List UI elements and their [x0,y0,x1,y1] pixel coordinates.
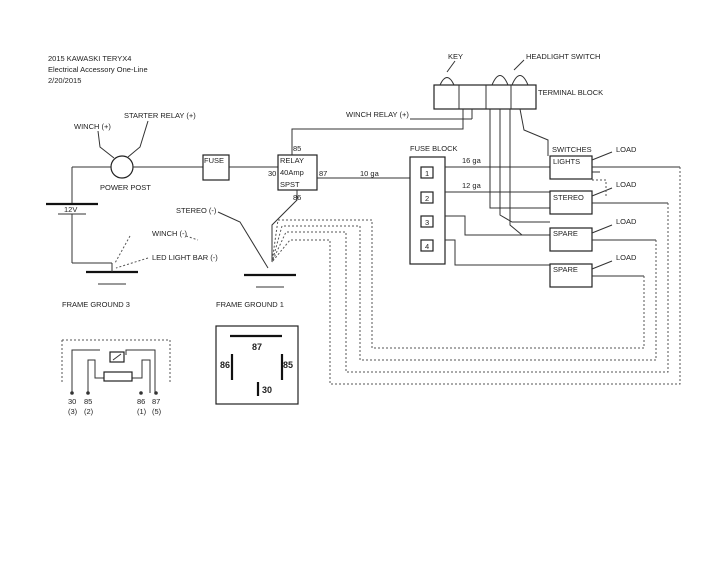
power-post-icon [110,155,134,179]
title-line-3: 2/20/2015 [48,76,81,85]
relay-label-2: 40Amp [280,168,304,177]
headlight-switch-label: HEADLIGHT SWITCH [526,52,600,61]
socket-pin-87: 87 [252,342,262,352]
relay-pin-30: 30 [268,169,276,178]
gauge-12-label: 12 ga [462,181,482,190]
switch-stereo-label: STEREO [553,193,584,202]
terminal-block-label: TERMINAL BLOCK [538,88,603,97]
relay-label-1: RELAY [280,156,304,165]
fuse-2-label: 2 [425,194,429,203]
load-4-label: LOAD [616,253,637,262]
switches-label: SWITCHES [552,145,592,154]
load-3-label: LOAD [616,217,637,226]
schematic-pin-30: 30 [68,397,76,406]
winch-plus-label: WINCH (+) [74,122,111,131]
frame-ground-1-label: FRAME GROUND 1 [216,300,284,309]
starter-relay-label: STARTER RELAY (+) [124,111,196,120]
schematic-pin-5: (5) [152,407,162,416]
switch-spare-1-label: SPARE [553,229,578,238]
gauge-16-label: 16 ga [462,156,482,165]
socket-pin-86: 86 [220,360,230,370]
switch-spare-2-label: SPARE [553,265,578,274]
title-line-2: Electrical Accessory One-Line [48,65,148,74]
terminal-block [433,75,537,110]
schematic-pin-1: (1) [137,407,147,416]
load-2-label: LOAD [616,180,637,189]
socket-pin-30: 30 [262,385,272,395]
battery-label: 12V [64,205,77,214]
fuse-1-label: 1 [425,169,429,178]
load-1-label: LOAD [616,145,637,154]
switch-lights-label: LIGHTS [553,157,580,166]
key-label: KEY [448,52,463,61]
relay-pin-87: 87 [319,169,327,178]
winch-minus-label: WINCH (-) [152,229,187,238]
winch-relay-label: WINCH RELAY (+) [346,110,409,119]
gauge-10-label: 10 ga [360,169,380,178]
led-light-bar-label: LED LIGHT BAR (-) [152,253,218,262]
relay-schematic [61,339,171,395]
power-post-label: POWER POST [100,183,151,192]
relay-label-3: SPST [280,180,300,189]
fuse-block-label: FUSE BLOCK [410,144,458,153]
schematic-pin-85: 85 [84,397,92,406]
schematic-pin-2: (2) [84,407,94,416]
socket-pin-85: 85 [283,360,293,370]
fuse-3-label: 3 [425,218,429,227]
fuse-4-label: 4 [425,242,429,251]
fuse-label: FUSE [204,156,224,165]
schematic-pin-86: 86 [137,397,145,406]
schematic-pin-3: (3) [68,407,78,416]
schematic-pin-87: 87 [152,397,160,406]
title-line-1: 2015 KAWASKI TERYX4 [48,54,131,63]
fuse-box [202,154,230,181]
stereo-minus-label: STEREO (-) [176,206,217,215]
relay-pin-85: 85 [293,144,301,153]
frame-ground-3-label: FRAME GROUND 3 [62,300,130,309]
